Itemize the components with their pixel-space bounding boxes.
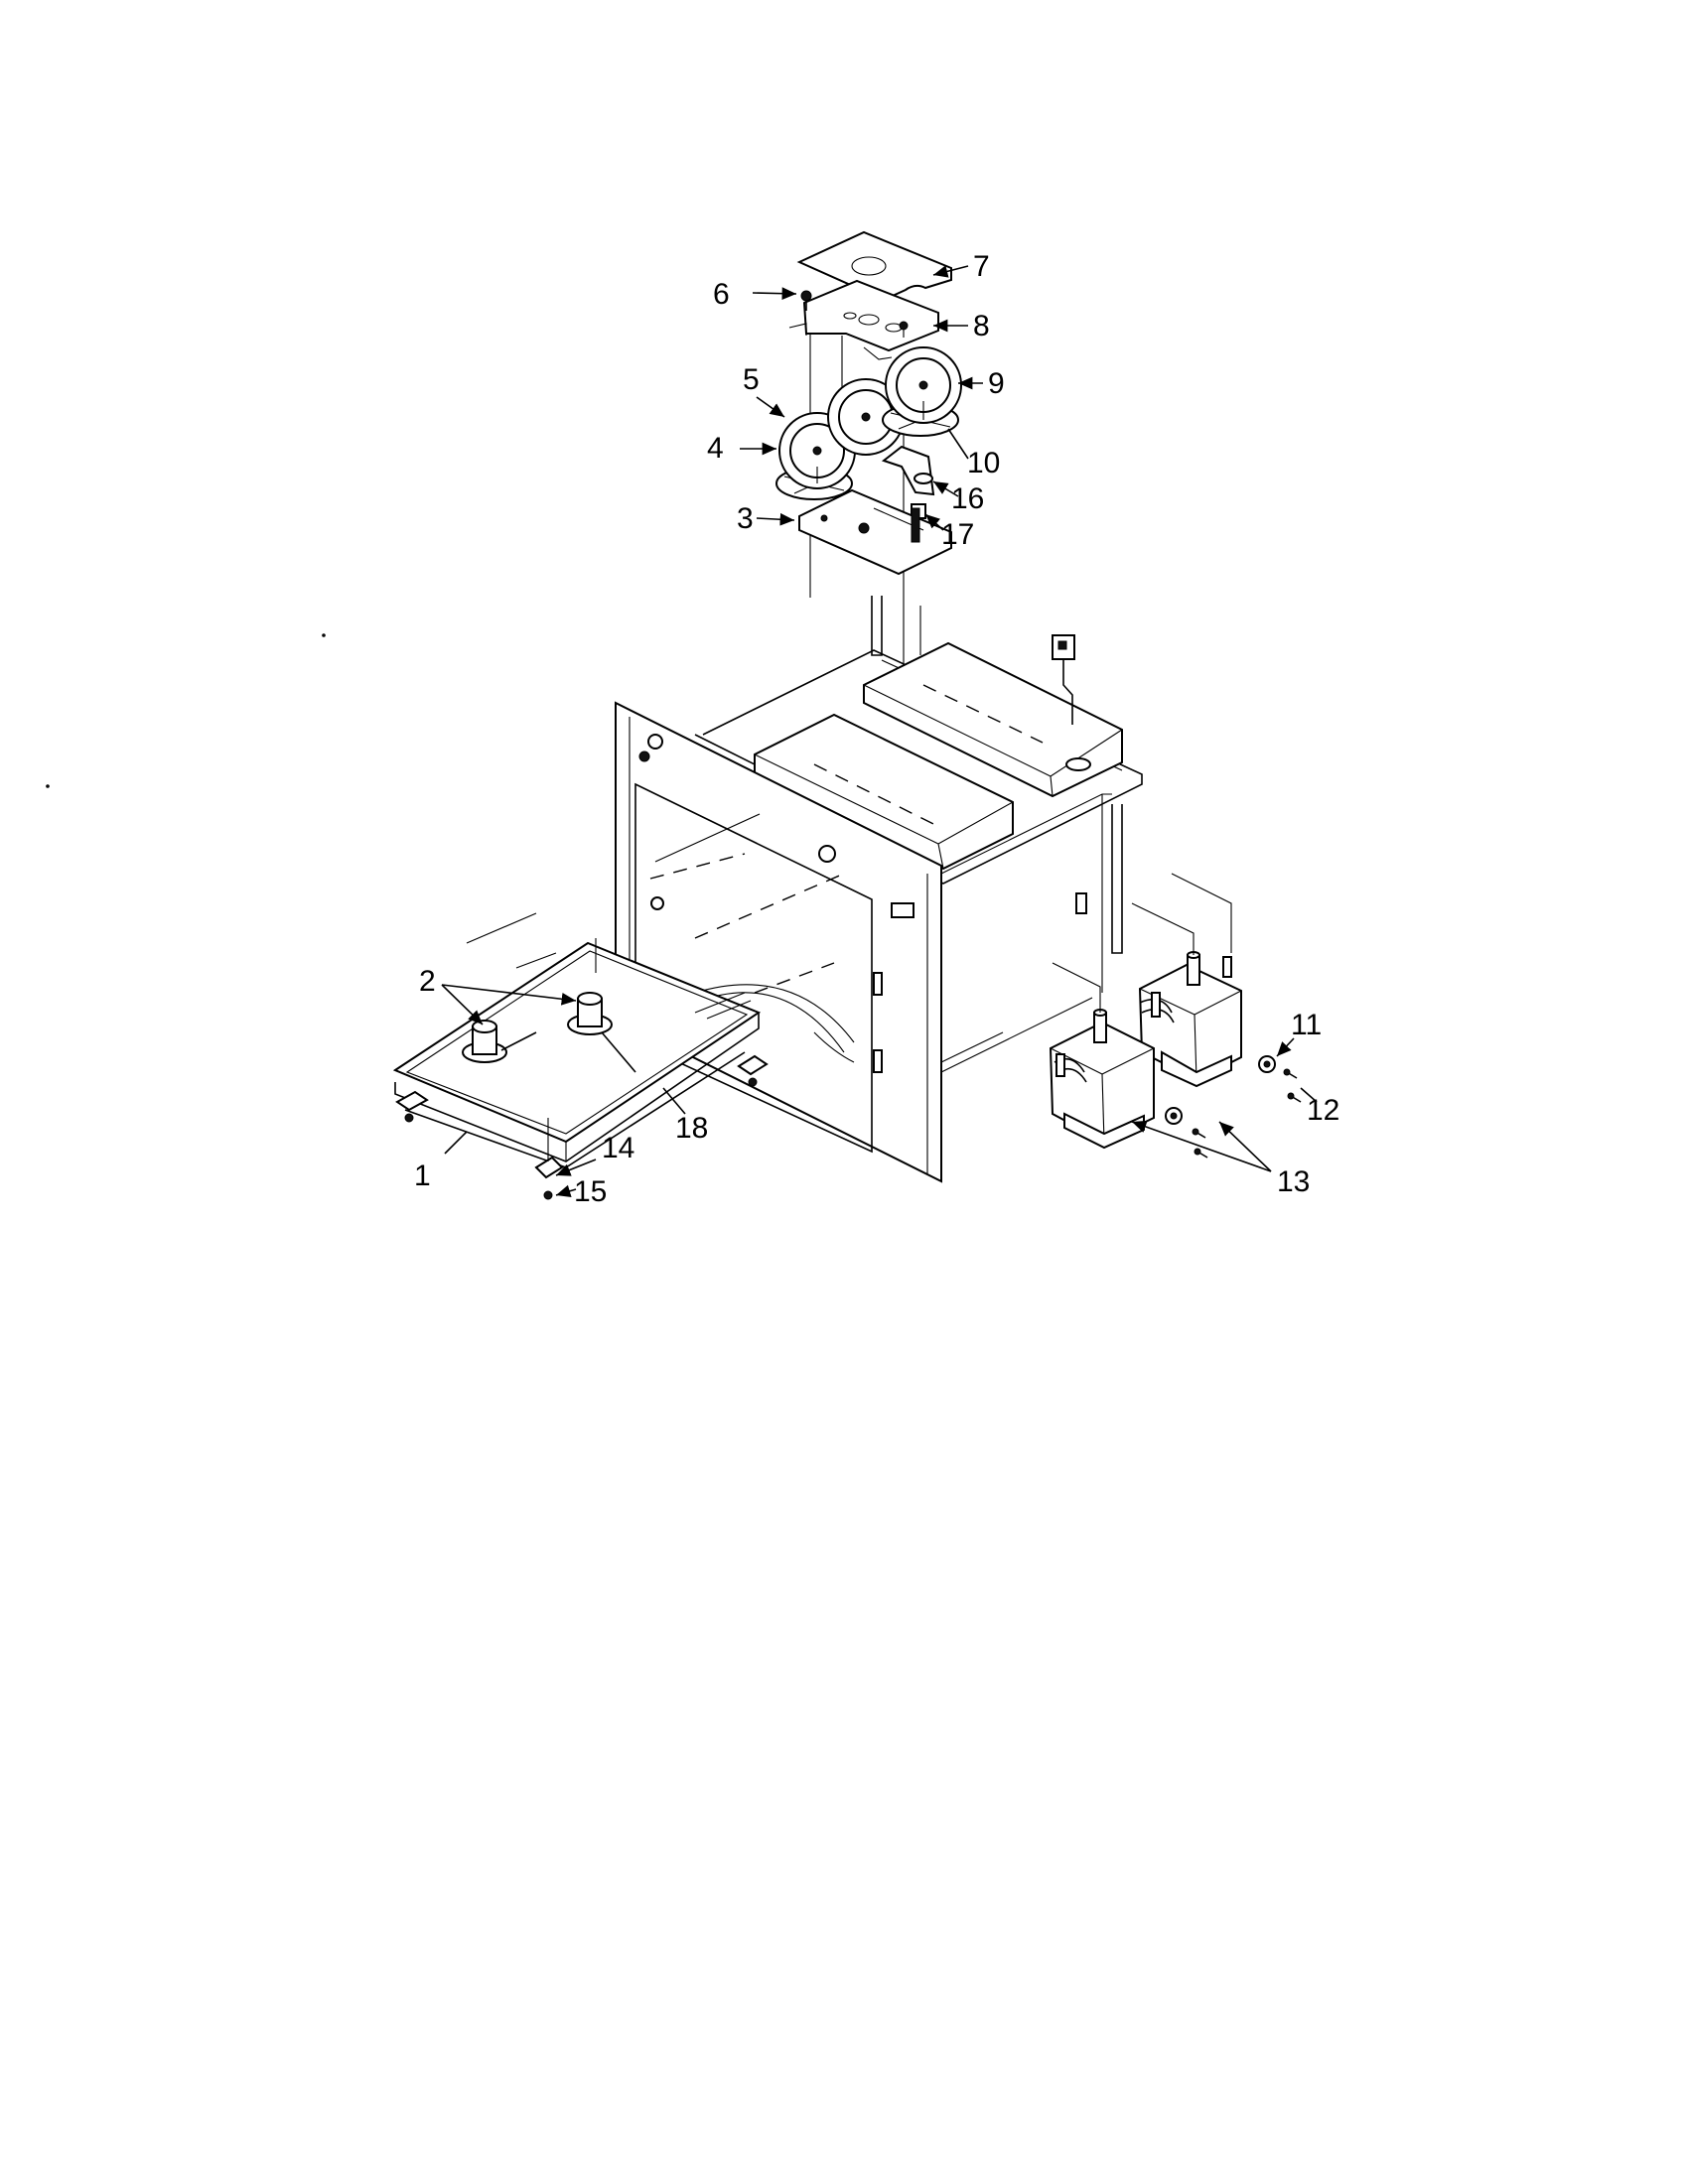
transformer-box-right	[863, 641, 1123, 798]
base-plate	[798, 488, 952, 576]
callout-9: 9	[988, 367, 1005, 400]
screw-6	[800, 290, 812, 311]
screw-12	[1192, 1068, 1302, 1159]
callout-18: 18	[675, 1112, 708, 1145]
leader-lines	[441, 265, 1318, 1197]
wire-connector	[1052, 634, 1075, 725]
callout-10: 10	[967, 447, 1000, 479]
rear-frame	[940, 793, 1112, 1073]
magnetron-rear	[1138, 951, 1242, 1088]
callout-15: 15	[574, 1175, 607, 1208]
oven-cabinet	[615, 596, 1143, 1183]
callout-8: 8	[973, 310, 990, 342]
screw-15	[543, 1190, 553, 1200]
callout-4: 4	[707, 432, 724, 465]
fitting-11	[1165, 1055, 1276, 1125]
callout-13: 13	[1277, 1165, 1310, 1198]
motor-bracket	[788, 279, 939, 360]
callout-12: 12	[1307, 1094, 1339, 1127]
cavity-floor-plate	[392, 813, 769, 1200]
stirrer-shaft-right	[567, 992, 636, 1073]
angle-bracket	[881, 445, 935, 496]
callout-16: 16	[951, 482, 984, 515]
magnetron-front	[1049, 1009, 1155, 1150]
stirrer-blade-right	[882, 346, 962, 437]
callout-3: 3	[737, 502, 754, 535]
callout-14: 14	[602, 1132, 634, 1164]
callout-7: 7	[973, 250, 990, 283]
callout-6: 6	[713, 278, 730, 311]
callout-11: 11	[1291, 1009, 1322, 1041]
callout-17: 17	[941, 518, 974, 551]
callout-5: 5	[743, 363, 760, 396]
callout-1: 1	[414, 1160, 431, 1192]
callout-labels: 1 2 3 4 5 6 7 8 9 10 11 12 13 14 15 16 1…	[414, 250, 1339, 1208]
stirrer-assembly	[775, 230, 962, 695]
front-panel	[615, 701, 942, 1183]
cover-plate	[796, 230, 952, 302]
callout-2: 2	[419, 965, 436, 998]
